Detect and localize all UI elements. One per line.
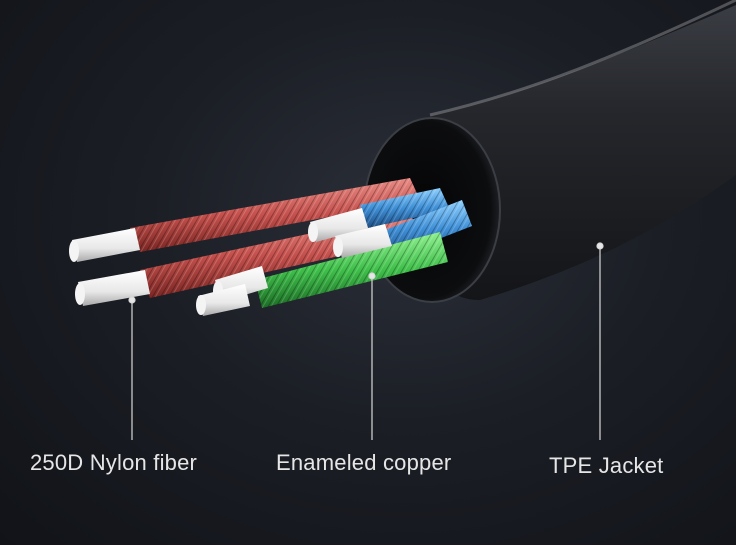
green-copper-strand <box>255 232 448 308</box>
tpe-jacket-label: TPE Jacket <box>549 453 664 478</box>
leader-lines <box>128 242 604 440</box>
nylon-fiber-cores <box>69 208 392 316</box>
nylon-fiber-label: 250D Nylon fiber <box>30 450 198 475</box>
nylon-core-4 <box>333 224 392 258</box>
blue-copper-strand-upper <box>360 188 450 228</box>
nylon-core-3 <box>308 208 368 242</box>
nylon-core-2 <box>75 270 150 306</box>
red-copper-strand-upper <box>130 178 420 252</box>
nylon-core-6 <box>196 284 250 316</box>
enameled-copper-label: Enameled copper <box>276 450 452 475</box>
nylon-core-1 <box>69 228 140 262</box>
